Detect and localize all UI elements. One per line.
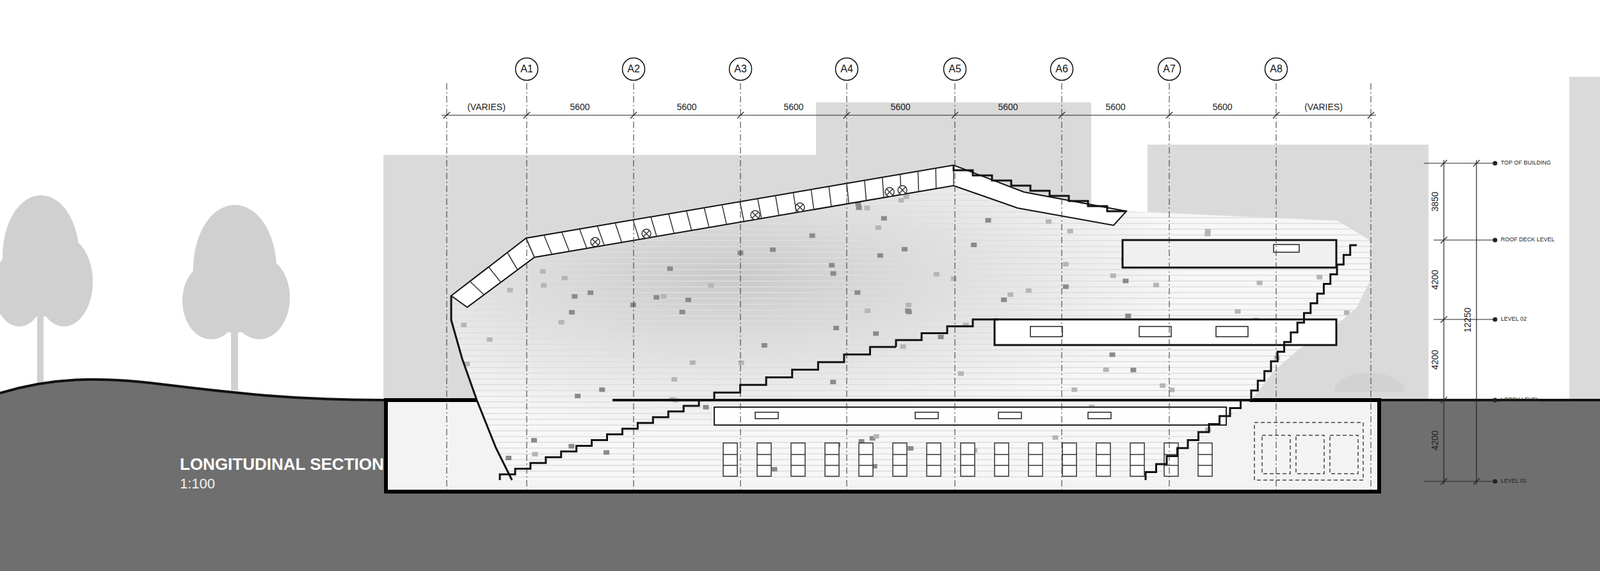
dimension: 5600 [1212,102,1232,112]
grid-line [446,83,1371,492]
dimension: (VARIES) [1304,102,1343,112]
bookshelf [723,442,1213,477]
ground-line [0,379,384,400]
level-label: LEVEL 02 [1500,316,1527,323]
grid-bubble: A7 [1157,56,1182,82]
roof-truss [451,165,1127,308]
scale-label: 1:100 [179,476,216,492]
dimension: 4200 [1430,269,1440,290]
dimension: 5600 [569,102,590,112]
dimension: (VARIES) [467,102,506,112]
grid-label: A8 [1269,63,1283,75]
level-label: TOP OF BUILDING [1500,160,1551,167]
grid-bubble: A4 [834,56,859,82]
grid-label: A6 [1055,63,1069,75]
dimension-line [441,112,1497,485]
level-label: ROOF DECK LEVEL [1500,236,1555,244]
grid-bubble: A8 [1264,56,1289,82]
grid-label: A5 [948,63,962,75]
context-building [1569,76,1600,400]
stair [499,165,1357,480]
drawing-title: LONGITUDINAL SECTION [179,455,384,474]
dimension: 3850 [1430,191,1440,212]
window [755,244,1300,419]
grid-label: A1 [520,63,534,75]
level-label: LEVEL 01 [1500,478,1527,485]
ground [0,379,1600,571]
level-label: LOBBY LEVEL [1500,396,1540,404]
dimension: 5600 [783,102,804,112]
building-shell [451,165,1370,480]
dimension: 5600 [676,102,697,112]
grid-label: A4 [840,63,854,75]
plant-room [1254,422,1364,480]
slab-band [1122,240,1337,268]
dimension: 5600 [890,102,911,112]
grid-label: A3 [734,63,747,75]
slab-band [714,407,1227,425]
dimension: 4200 [1430,349,1440,370]
dimension: 4200 [1430,430,1440,450]
ground-line [1379,398,1600,402]
grid-bubble: A5 [942,56,968,82]
car [1334,372,1405,392]
shell-edge [451,295,512,480]
dimension: 5600 [997,102,1018,112]
facade-stripes [441,171,1376,477]
grid-bubble: A2 [621,56,646,82]
grid-bubble: A3 [728,56,753,82]
tree [0,195,290,391]
grid-bubble: A6 [1049,56,1074,82]
grid-label: A2 [627,63,640,75]
dimension: 5600 [1105,102,1126,112]
grid-label: A7 [1162,63,1176,75]
grid-bubble: A1 [514,56,539,82]
dimension: 12250 [1463,307,1473,333]
